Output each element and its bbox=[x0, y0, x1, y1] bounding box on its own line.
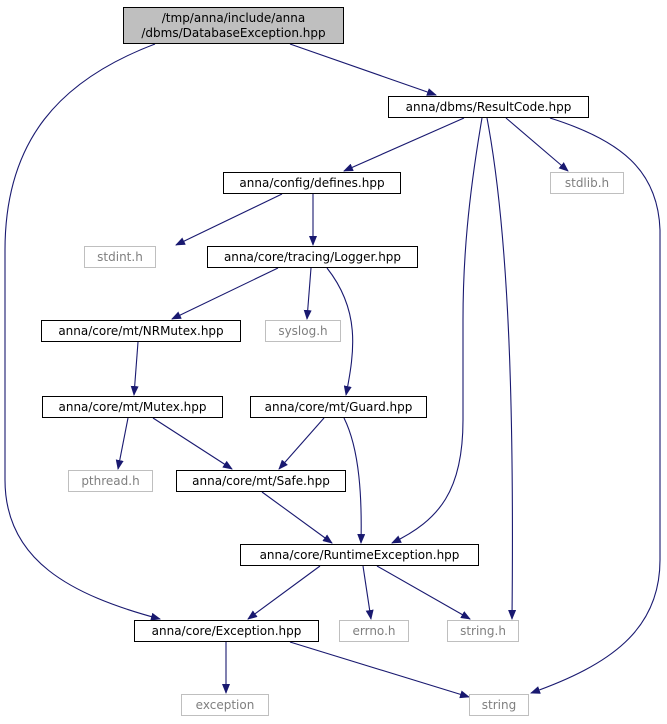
node-database-exception[interactable]: /tmp/anna/include/anna /dbms/DatabaseExc… bbox=[123, 7, 344, 44]
node-stdlib[interactable]: stdlib.h bbox=[550, 172, 624, 194]
node-nrmutex-label: anna/core/mt/NRMutex.hpp bbox=[58, 323, 224, 338]
node-resultcode[interactable]: anna/dbms/ResultCode.hpp bbox=[388, 96, 589, 118]
node-syslog-label: syslog.h bbox=[278, 323, 328, 338]
edge-resultcode-to-string bbox=[530, 117, 661, 694]
edge-logger-to-nrmutex bbox=[171, 267, 279, 320]
edge-logger-to-syslog bbox=[303, 267, 312, 320]
node-errno[interactable]: errno.h bbox=[339, 620, 409, 642]
node-stdint-label: stdint.h bbox=[97, 249, 143, 264]
edge-resultcode-to-stdlib bbox=[505, 117, 569, 172]
node-logger[interactable]: anna/core/tracing/Logger.hpp bbox=[207, 246, 418, 268]
node-pthread-label: pthread.h bbox=[81, 473, 140, 488]
node-string-h[interactable]: string.h bbox=[447, 620, 519, 642]
node-guard-label: anna/core/mt/Guard.hpp bbox=[264, 399, 413, 414]
node-resultcode-label: anna/dbms/ResultCode.hpp bbox=[405, 99, 572, 114]
node-string-h-label: string.h bbox=[460, 623, 506, 638]
node-runtimeexception[interactable]: anna/core/RuntimeException.hpp bbox=[240, 544, 479, 566]
edge-runtimeexception-to-errno bbox=[362, 565, 374, 620]
node-string-label: string bbox=[481, 697, 517, 712]
edge-resultcode-to-string-h bbox=[486, 117, 517, 620]
node-exception-label: exception bbox=[195, 697, 255, 712]
node-stdint[interactable]: stdint.h bbox=[84, 246, 156, 268]
edge-mutex-to-pthread bbox=[115, 417, 129, 470]
node-string[interactable]: string bbox=[469, 694, 529, 716]
node-guard[interactable]: anna/core/mt/Guard.hpp bbox=[250, 396, 427, 418]
edge-safe-to-runtimeexception bbox=[261, 491, 333, 544]
node-safe[interactable]: anna/core/mt/Safe.hpp bbox=[176, 470, 346, 492]
node-mutex[interactable]: anna/core/mt/Mutex.hpp bbox=[42, 396, 223, 418]
edge-guard-to-safe bbox=[278, 417, 325, 470]
node-exception-hpp[interactable]: anna/core/Exception.hpp bbox=[134, 620, 319, 642]
node-stdlib-label: stdlib.h bbox=[564, 175, 610, 190]
edge-nrmutex-to-mutex bbox=[130, 341, 139, 396]
node-database-exception-line1: /tmp/anna/include/anna bbox=[161, 10, 306, 25]
edge-mutex-to-safe bbox=[152, 417, 233, 470]
node-exception[interactable]: exception bbox=[181, 694, 269, 716]
node-defines[interactable]: anna/config/defines.hpp bbox=[223, 172, 401, 194]
node-runtimeexception-label: anna/core/RuntimeException.hpp bbox=[259, 547, 460, 562]
node-mutex-label: anna/core/mt/Mutex.hpp bbox=[58, 399, 207, 414]
node-defines-label: anna/config/defines.hpp bbox=[239, 175, 385, 190]
node-syslog[interactable]: syslog.h bbox=[265, 320, 341, 342]
node-exception-hpp-label: anna/core/Exception.hpp bbox=[151, 623, 302, 638]
edge-guard-to-runtimeexception bbox=[343, 417, 366, 544]
edge-logger-to-guard bbox=[326, 267, 354, 396]
node-safe-label: anna/core/mt/Safe.hpp bbox=[192, 473, 330, 488]
node-logger-label: anna/core/tracing/Logger.hpp bbox=[223, 249, 402, 264]
edge-root-to-exception-hpp bbox=[4, 43, 161, 621]
edge-resultcode-to-defines bbox=[343, 117, 465, 172]
node-database-exception-line2: /dbms/DatabaseException.hpp bbox=[141, 25, 326, 40]
edge-exception-hpp-to-string bbox=[289, 641, 470, 699]
edge-resultcode-to-runtimeexception bbox=[391, 117, 483, 544]
edge-root-to-resultcode bbox=[289, 43, 437, 96]
node-pthread[interactable]: pthread.h bbox=[68, 470, 153, 492]
edge-runtimeexception-to-exception-hpp bbox=[247, 565, 321, 620]
edge-defines-to-stdint bbox=[175, 193, 283, 246]
edge-runtimeexception-to-string-h bbox=[376, 565, 471, 620]
node-errno-label: errno.h bbox=[352, 623, 396, 638]
node-nrmutex[interactable]: anna/core/mt/NRMutex.hpp bbox=[41, 320, 241, 342]
